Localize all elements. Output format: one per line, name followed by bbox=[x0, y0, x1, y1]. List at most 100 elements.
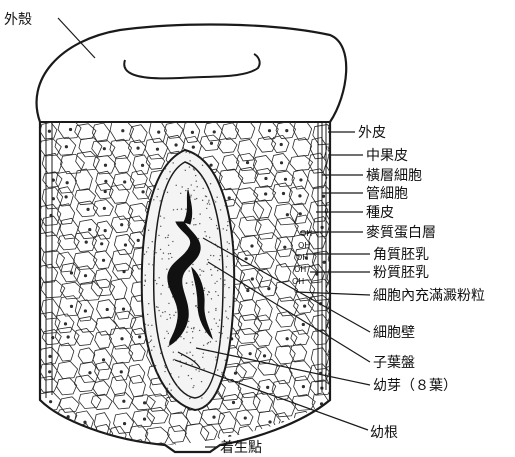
endosperm-cell bbox=[43, 429, 65, 445]
embryo-dot bbox=[203, 353, 204, 354]
embryo-dot bbox=[225, 205, 226, 206]
embryo-dot bbox=[207, 343, 208, 344]
label-cell-wall: 細胞壁 bbox=[373, 325, 415, 341]
embryo-dot bbox=[209, 217, 210, 218]
starch-grain bbox=[84, 274, 86, 276]
embryo-dot bbox=[193, 293, 194, 294]
embryo-dot bbox=[191, 364, 192, 365]
embryo-dot bbox=[231, 385, 232, 386]
endosperm-cell bbox=[109, 444, 133, 457]
starch-grain bbox=[102, 359, 104, 361]
oh-mark: OH bbox=[298, 241, 310, 250]
endosperm-cell bbox=[56, 252, 74, 272]
embryo-dot bbox=[232, 343, 233, 344]
embryo-dot bbox=[166, 319, 167, 320]
embryo-dot bbox=[223, 382, 224, 383]
embryo-dot bbox=[196, 305, 197, 306]
embryo-dot bbox=[189, 166, 190, 167]
embryo-dot bbox=[201, 270, 202, 271]
embryo-dot bbox=[171, 257, 172, 258]
embryo-dot bbox=[168, 258, 169, 259]
starch-grain bbox=[280, 162, 282, 164]
embryo-dot bbox=[148, 324, 149, 325]
embryo-dot bbox=[219, 259, 220, 260]
embryo-dot bbox=[160, 249, 161, 250]
embryo-dot bbox=[218, 295, 219, 296]
embryo-dot bbox=[224, 279, 225, 280]
embryo-dot bbox=[144, 254, 145, 255]
endosperm-cell bbox=[329, 394, 351, 410]
embryo-dot bbox=[225, 360, 226, 361]
embryo-dot bbox=[165, 168, 166, 169]
endosperm-cell bbox=[167, 425, 186, 442]
embryo-dot bbox=[217, 270, 218, 271]
embryo-dot bbox=[202, 188, 203, 189]
endosperm-cell bbox=[169, 412, 188, 432]
embryo-dot bbox=[228, 287, 229, 288]
embryo-dot bbox=[233, 375, 234, 376]
starch-grain bbox=[104, 190, 106, 192]
endosperm-cell bbox=[255, 253, 275, 269]
starch-grain bbox=[159, 450, 161, 452]
embryo-dot bbox=[192, 355, 193, 356]
starch-grain bbox=[286, 214, 288, 216]
embryo-dot bbox=[155, 280, 156, 281]
endosperm-cell bbox=[181, 443, 205, 457]
starch-grain bbox=[123, 270, 125, 272]
embryo-dot bbox=[227, 337, 228, 338]
label-horny-endosperm: 角質胚乳 bbox=[373, 247, 429, 263]
endosperm-cell bbox=[291, 330, 309, 345]
embryo-dot bbox=[173, 351, 174, 352]
endosperm-cell bbox=[95, 331, 112, 348]
embryo-dot bbox=[139, 197, 140, 198]
starch-grain bbox=[232, 401, 234, 403]
embryo-dot bbox=[220, 339, 221, 340]
embryo-dot bbox=[186, 332, 187, 333]
embryo-dot bbox=[224, 172, 225, 173]
embryo-dot bbox=[185, 209, 186, 210]
embryo-dot bbox=[190, 407, 191, 408]
starch-grain bbox=[103, 207, 105, 209]
embryo-dot bbox=[215, 291, 216, 292]
embryo-dot bbox=[148, 247, 149, 248]
embryo-dot bbox=[181, 186, 182, 187]
embryo-dot bbox=[157, 167, 158, 168]
embryo-dot bbox=[146, 365, 147, 366]
embryo-dot bbox=[156, 283, 157, 284]
embryo-dot bbox=[202, 200, 203, 201]
embryo-dot bbox=[219, 332, 220, 333]
embryo-dot bbox=[189, 152, 190, 153]
endosperm-cell bbox=[147, 407, 169, 423]
embryo-dot bbox=[227, 225, 228, 226]
embryo-dot bbox=[199, 330, 200, 331]
embryo-dot bbox=[227, 318, 228, 319]
embryo-dot bbox=[208, 200, 209, 201]
starch-grain bbox=[335, 324, 337, 326]
starch-grain bbox=[137, 239, 139, 241]
starch-grain bbox=[122, 129, 124, 131]
starch-grain bbox=[245, 258, 247, 260]
embryo-dot bbox=[226, 317, 227, 318]
embryo-dot bbox=[142, 189, 143, 190]
embryo-dot bbox=[169, 402, 170, 403]
embryo-dot bbox=[178, 376, 179, 377]
embryo-dot bbox=[167, 192, 168, 193]
embryo-dot bbox=[231, 359, 232, 360]
embryo-dot bbox=[194, 199, 195, 200]
starch-grain bbox=[143, 418, 145, 420]
embryo-dot bbox=[226, 266, 227, 267]
embryo-dot bbox=[202, 165, 203, 166]
embryo-dot bbox=[163, 217, 164, 218]
starch-grain bbox=[340, 245, 342, 247]
embryo-dot bbox=[199, 213, 200, 214]
embryo-dot bbox=[227, 255, 228, 256]
embryo-dot bbox=[189, 398, 190, 399]
label-cross-cells: 橫層細胞 bbox=[366, 168, 422, 184]
starch-grain bbox=[299, 195, 301, 197]
embryo-dot bbox=[211, 274, 212, 275]
starch-grain bbox=[303, 305, 305, 307]
embryo-dot bbox=[221, 333, 222, 334]
embryo-dot bbox=[192, 337, 193, 338]
embryo-dot bbox=[148, 303, 149, 304]
